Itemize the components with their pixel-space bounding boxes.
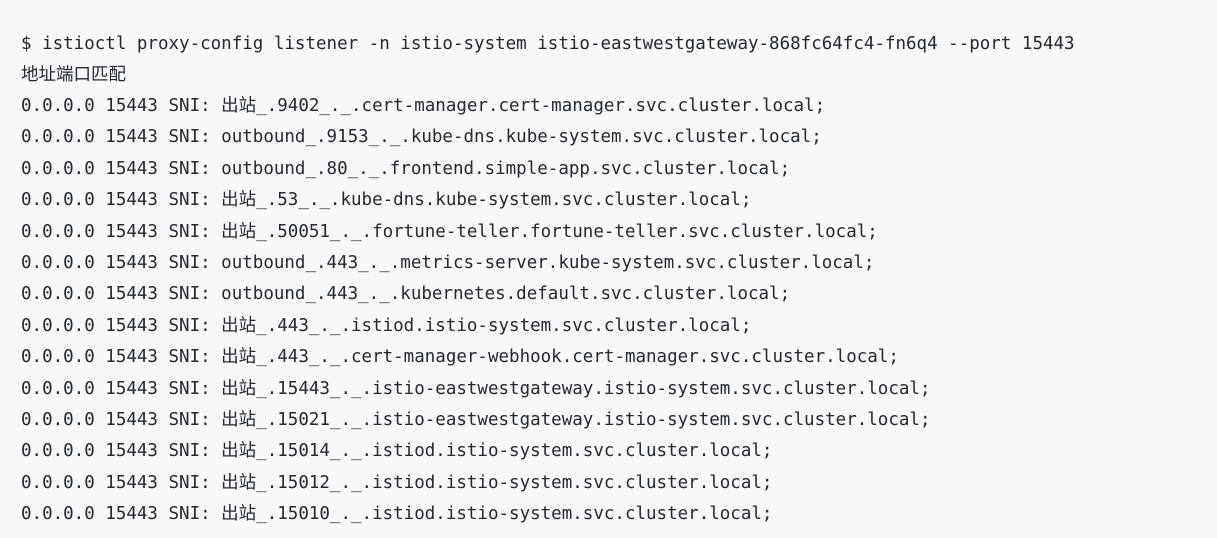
command-line: $ istioctl proxy-config listener -n isti… xyxy=(21,34,1075,54)
listener-row: 0.0.0.0 15443 SNI: 出站_.50051_._.fortune-… xyxy=(21,221,878,242)
listener-row: 0.0.0.0 15443 SNI: 出站_.15443_._.istio-ea… xyxy=(21,378,931,399)
listener-row: 0.0.0.0 15443 SNI: 出站_.443_._.cert-manag… xyxy=(21,347,899,368)
listener-row: 0.0.0.0 15443 SNI: 出站_.9402_._.cert-mana… xyxy=(21,96,826,116)
listener-row: 0.0.0.0 15443 SNI: outbound_.9153_._.kub… xyxy=(21,127,822,148)
listener-row: 0.0.0.0 15443 SNI: outbound_.80_._.front… xyxy=(21,158,791,179)
listener-row: 0.0.0.0 15443 SNI: 出站_.15021_._.istio-ea… xyxy=(21,409,931,430)
listener-row: 0.0.0.0 15443 SNI: 出站_.15012_._.istiod.i… xyxy=(21,472,773,493)
listener-row: 0.0.0.0 15443 SNI: 出站_.443_._.istiod.ist… xyxy=(21,315,752,336)
listener-row: 0.0.0.0 15443 SNI: outbound_.443_._.metr… xyxy=(21,252,875,273)
listener-row: 0.0.0.0 15443 SNI: outbound_.443_._.kube… xyxy=(21,284,791,305)
listener-row: 0.0.0.0 15443 SNI: 出站_.15010_._.istiod.i… xyxy=(21,504,773,525)
listener-row: 0.0.0.0 15443 SNI: 出站_.15014_._.istiod.i… xyxy=(21,441,773,462)
listener-row: 0.0.0.0 15443 SNI: 出站_.53_._.kube-dns.ku… xyxy=(21,190,752,211)
output-header: 地址端口匹配 xyxy=(21,65,126,85)
